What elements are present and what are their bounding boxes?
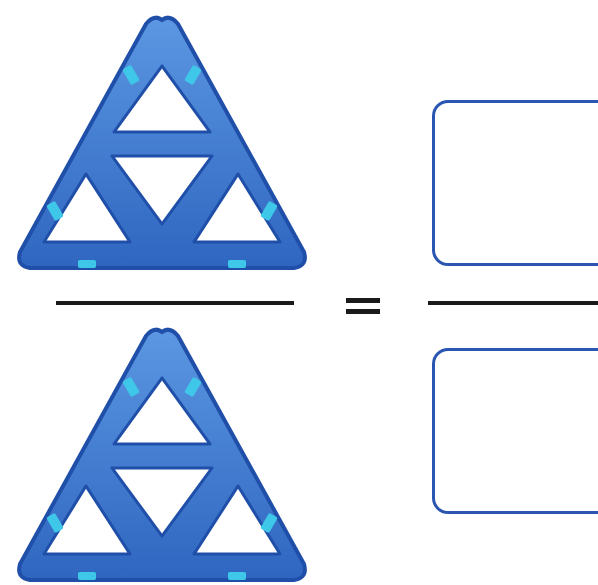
magnet — [184, 377, 202, 397]
answer-numerator-box[interactable] — [432, 100, 598, 266]
cutout-left — [42, 172, 132, 244]
denominator-triangle-tile — [17, 327, 307, 582]
magnet — [46, 201, 64, 221]
cutout-middle — [110, 466, 214, 538]
magnet — [228, 572, 246, 580]
cutout-top — [112, 64, 212, 134]
answer-denominator-box[interactable] — [432, 348, 598, 514]
numerator-triangle-tile — [17, 15, 307, 270]
cutout-middle — [110, 154, 214, 226]
magnet — [78, 572, 96, 580]
magnet — [122, 377, 140, 397]
magnet — [260, 513, 278, 533]
cutout-right — [192, 172, 282, 244]
equals-sign — [346, 298, 380, 314]
fraction-bar-left — [56, 301, 294, 305]
cutout-top — [112, 376, 212, 446]
magnet — [228, 260, 246, 268]
magnet — [184, 65, 202, 85]
cutout-right — [192, 484, 282, 556]
cutout-left — [42, 484, 132, 556]
magnet — [122, 65, 140, 85]
magnet — [78, 260, 96, 268]
magnet — [46, 513, 64, 533]
magnet — [260, 201, 278, 221]
fraction-bar-right — [428, 301, 598, 305]
